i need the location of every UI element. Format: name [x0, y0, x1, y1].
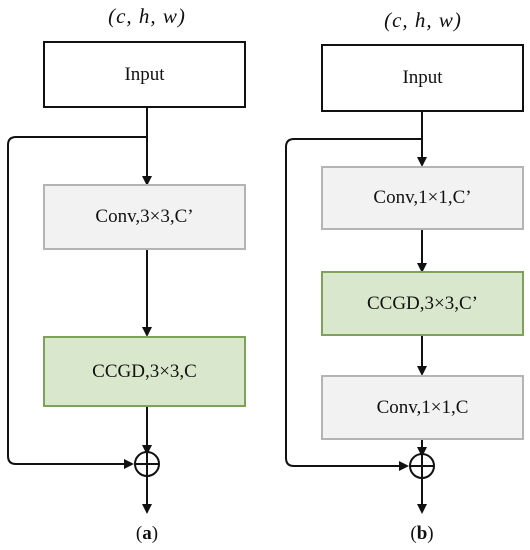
panel-b-caption: (b) [410, 523, 434, 544]
panel-a-caption: (a) [135, 523, 159, 544]
panel-b-dimensions: (c, h, w) [384, 8, 462, 32]
panel-a-input-block: Input [43, 41, 246, 108]
panel-a-wires [7, 108, 160, 514]
panel-a-ccgd-block: CCGD,3×3,C [43, 336, 246, 407]
panel-b-input-block: Input [321, 44, 524, 112]
a-skip-connection [7, 136, 147, 469]
b-skip-connection [285, 138, 422, 471]
panel-b-wires [285, 112, 435, 514]
panel-b-conv1-block: Conv,1×1,C’ [321, 166, 524, 230]
panel-a-dimensions: (c, h, w) [108, 4, 186, 28]
panel-b-conv2-block: Conv,1×1,C [321, 375, 524, 440]
panel-a-conv-block: Conv,3×3,C’ [43, 184, 246, 250]
panel-b-ccgd-block: CCGD,3×3,C’ [321, 271, 524, 336]
